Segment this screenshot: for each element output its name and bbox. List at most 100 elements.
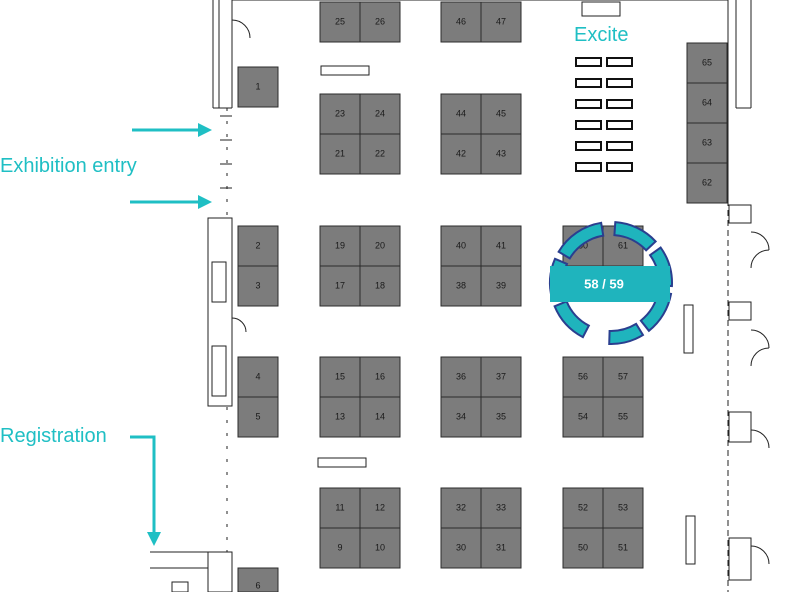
booth-40[interactable]: 40 xyxy=(440,225,482,267)
booth-2[interactable]: 2 xyxy=(237,225,279,267)
booth-37[interactable]: 37 xyxy=(480,356,522,398)
booth-36[interactable]: 36 xyxy=(440,356,482,398)
booth-22[interactable]: 22 xyxy=(359,133,401,175)
booth-shape[interactable] xyxy=(359,133,401,175)
booth-shape[interactable] xyxy=(359,356,401,398)
booth-shape[interactable] xyxy=(480,1,522,43)
booth-53[interactable]: 53 xyxy=(602,487,644,529)
booth-shape[interactable] xyxy=(237,396,279,438)
booth-23[interactable]: 23 xyxy=(319,93,361,135)
booth-shape[interactable] xyxy=(562,356,604,398)
booth-63[interactable]: 63 xyxy=(686,122,728,164)
booth-32[interactable]: 32 xyxy=(440,487,482,529)
booth-44[interactable]: 44 xyxy=(440,93,482,135)
booth-shape[interactable] xyxy=(440,527,482,569)
booth-shape[interactable] xyxy=(359,93,401,135)
booth-64[interactable]: 64 xyxy=(686,82,728,124)
booth-shape[interactable] xyxy=(686,82,728,124)
booth-52[interactable]: 52 xyxy=(562,487,604,529)
booth-12[interactable]: 12 xyxy=(359,487,401,529)
booth-55[interactable]: 55 xyxy=(602,396,644,438)
booth-shape[interactable] xyxy=(237,66,279,108)
booth-shape[interactable] xyxy=(359,527,401,569)
booth-65[interactable]: 65 xyxy=(686,42,728,84)
booth-shape[interactable] xyxy=(440,225,482,267)
booth-5[interactable]: 5 xyxy=(237,396,279,438)
booth-shape[interactable] xyxy=(602,487,644,529)
booth-13[interactable]: 13 xyxy=(319,396,361,438)
booth-shape[interactable] xyxy=(237,356,279,398)
highlight-ring[interactable]: 58 / 59 xyxy=(549,221,673,345)
booth-54[interactable]: 54 xyxy=(562,396,604,438)
booth-25[interactable]: 25 xyxy=(319,1,361,43)
booth-shape[interactable] xyxy=(319,93,361,135)
booth-34[interactable]: 34 xyxy=(440,396,482,438)
booth-31[interactable]: 31 xyxy=(480,527,522,569)
booth-shape[interactable] xyxy=(602,396,644,438)
booth-45[interactable]: 45 xyxy=(480,93,522,135)
booth-shape[interactable] xyxy=(359,225,401,267)
booth-43[interactable]: 43 xyxy=(480,133,522,175)
booth-shape[interactable] xyxy=(319,356,361,398)
booth-shape[interactable] xyxy=(237,567,279,592)
booth-20[interactable]: 20 xyxy=(359,225,401,267)
booth-shape[interactable] xyxy=(359,265,401,307)
booth-shape[interactable] xyxy=(480,93,522,135)
booth-shape[interactable] xyxy=(359,396,401,438)
booth-shape[interactable] xyxy=(440,487,482,529)
booth-shape[interactable] xyxy=(602,527,644,569)
booth-shape[interactable] xyxy=(359,1,401,43)
booth-4[interactable]: 4 xyxy=(237,356,279,398)
booth-62[interactable]: 62 xyxy=(686,162,728,204)
booth-shape[interactable] xyxy=(440,93,482,135)
booth-17[interactable]: 17 xyxy=(319,265,361,307)
registration-label: Registration xyxy=(0,425,107,447)
booth-56[interactable]: 56 xyxy=(562,356,604,398)
booth-shape[interactable] xyxy=(440,356,482,398)
booth-21[interactable]: 21 xyxy=(319,133,361,175)
booth-shape[interactable] xyxy=(440,396,482,438)
booth-10[interactable]: 10 xyxy=(359,527,401,569)
booth-38[interactable]: 38 xyxy=(440,265,482,307)
booth-shape[interactable] xyxy=(480,487,522,529)
booth-shape[interactable] xyxy=(480,133,522,175)
booth-24[interactable]: 24 xyxy=(359,93,401,135)
booth-35[interactable]: 35 xyxy=(480,396,522,438)
booth-33[interactable]: 33 xyxy=(480,487,522,529)
booth-41[interactable]: 41 xyxy=(480,225,522,267)
booth-number: 61 xyxy=(618,240,628,250)
booth-6[interactable]: 6 xyxy=(237,567,279,592)
booth-39[interactable]: 39 xyxy=(480,265,522,307)
booth-30[interactable]: 30 xyxy=(440,527,482,569)
booth-shape[interactable] xyxy=(480,265,522,307)
booth-42[interactable]: 42 xyxy=(440,133,482,175)
booth-57[interactable]: 57 xyxy=(602,356,644,398)
booth-shape[interactable] xyxy=(562,396,604,438)
booth-shape[interactable] xyxy=(602,356,644,398)
booth-50[interactable]: 50 xyxy=(562,527,604,569)
booth-shape[interactable] xyxy=(237,225,279,267)
booth-shape[interactable] xyxy=(562,487,604,529)
booth-shape[interactable] xyxy=(237,265,279,307)
booth-3[interactable]: 3 xyxy=(237,265,279,307)
booth-shape[interactable] xyxy=(319,487,361,529)
booth-14[interactable]: 14 xyxy=(359,396,401,438)
booth-shape[interactable] xyxy=(440,133,482,175)
booth-shape[interactable] xyxy=(319,1,361,43)
booth-shape[interactable] xyxy=(480,356,522,398)
booth-26[interactable]: 26 xyxy=(359,1,401,43)
booth-1[interactable]: 1 xyxy=(237,66,279,108)
booth-18[interactable]: 18 xyxy=(359,265,401,307)
booth-11[interactable]: 11 xyxy=(319,487,361,529)
booth-shape[interactable] xyxy=(359,487,401,529)
booth-shape[interactable] xyxy=(686,42,728,84)
booth-47[interactable]: 47 xyxy=(480,1,522,43)
booth-shape[interactable] xyxy=(480,225,522,267)
booth-9[interactable]: 9 xyxy=(319,527,361,569)
booth-19[interactable]: 19 xyxy=(319,225,361,267)
booth-15[interactable]: 15 xyxy=(319,356,361,398)
booth-46[interactable]: 46 xyxy=(440,1,482,43)
booth-16[interactable]: 16 xyxy=(359,356,401,398)
booth-51[interactable]: 51 xyxy=(602,527,644,569)
booth-shape[interactable] xyxy=(480,527,522,569)
